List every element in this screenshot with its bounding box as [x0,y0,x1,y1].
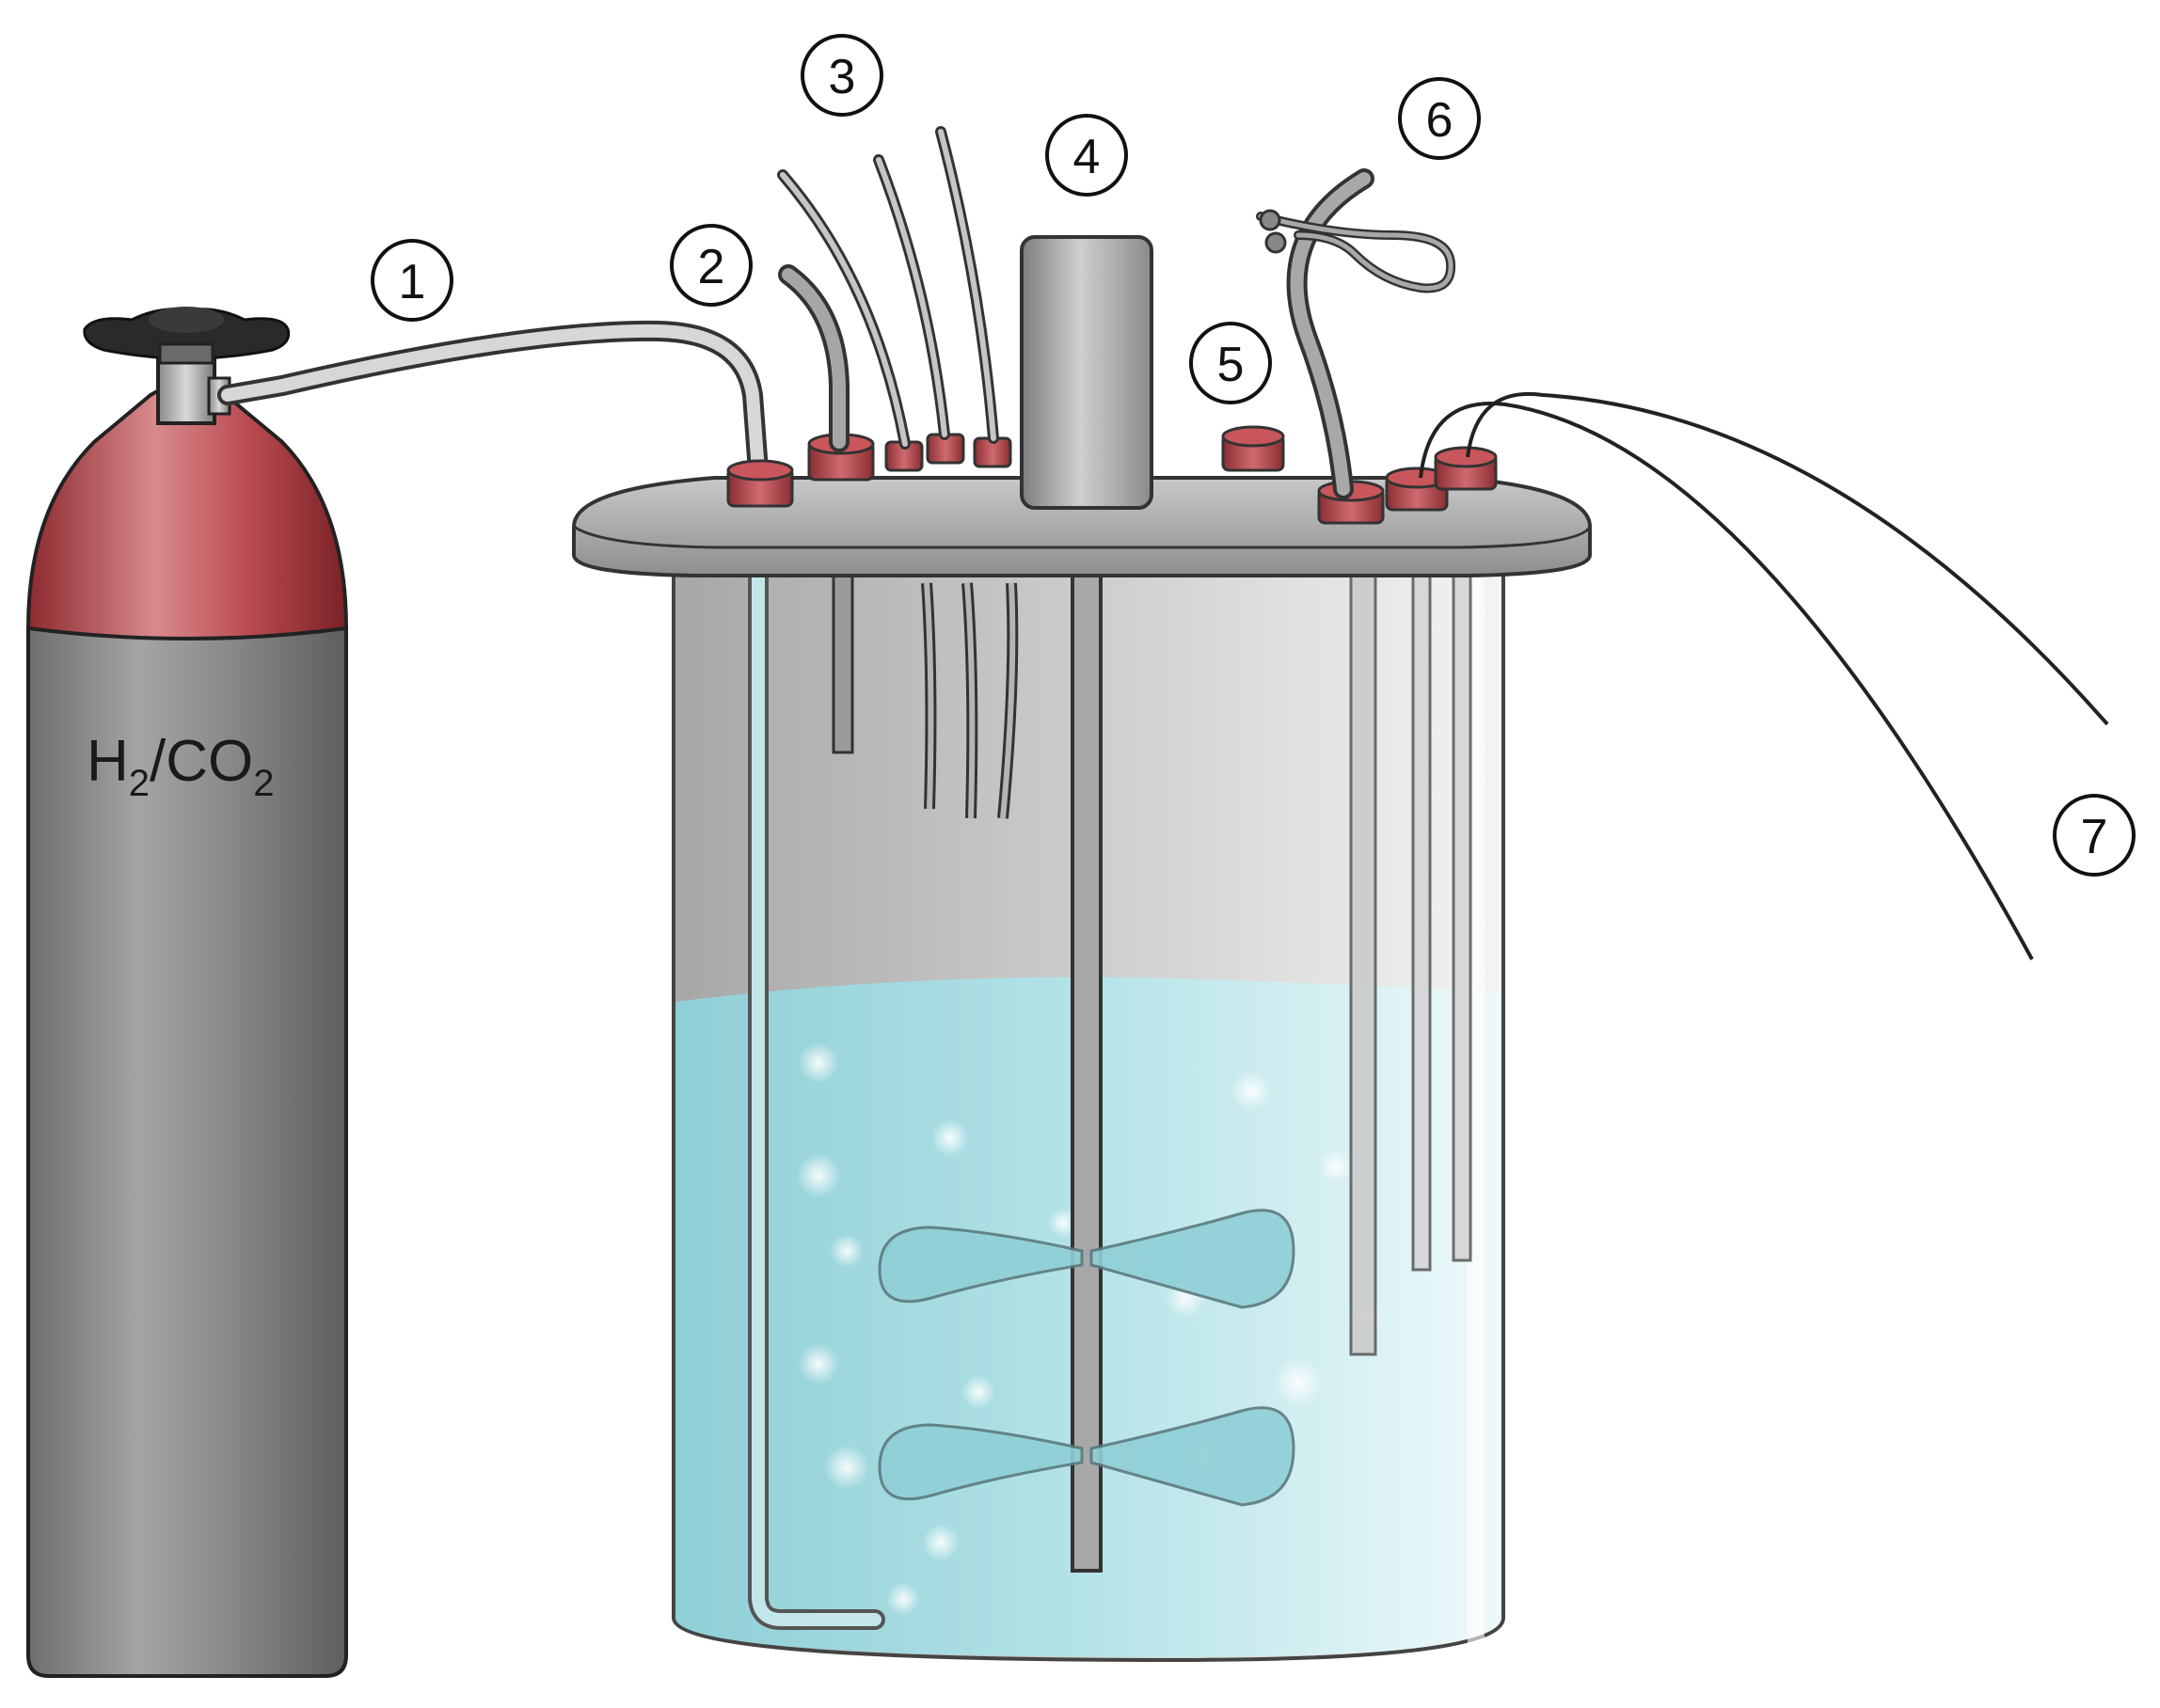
callout-6-text: 6 [1426,93,1453,148]
callout-4-text: 4 [1073,130,1101,184]
valve-handwheel-icon [83,307,291,365]
port-cap-gas-inlet [726,459,794,508]
gas-label: H2/CO2 [87,729,275,804]
callout-2-text: 2 [698,240,725,294]
callout-5: 5 [1189,322,1272,404]
callout-7-text: 7 [2081,810,2108,864]
callout-4: 4 [1045,114,1128,197]
impeller-upper [878,1209,1295,1309]
external-tubes [777,126,2109,960]
stirrer-motor [1020,235,1153,510]
callout-3-text: 3 [829,50,856,104]
gas-label-h: H [87,729,129,794]
callout-5-text: 5 [1217,338,1245,392]
tube-clamp-icon [1256,209,1456,293]
callout-3: 3 [801,34,883,117]
callout-7: 7 [2053,794,2136,877]
port-cap-7b [1434,446,1498,491]
callouts: 1 2 3 4 5 6 7 [371,34,2136,877]
callout-1-text: 1 [399,255,426,309]
gas-label-co-sub: 2 [253,763,274,804]
impeller-lower [878,1406,1295,1507]
gas-label-h-sub: 2 [129,763,150,804]
port-cap-5 [1221,425,1285,472]
gas-cylinder: H2/CO2 [25,307,349,1678]
callout-6: 6 [1398,77,1481,160]
gas-label-co: /CO [150,729,253,794]
svg-text:H2/CO2: H2/CO2 [87,729,275,804]
callout-2: 2 [670,224,753,307]
gas-inlet-tube [217,320,769,481]
callout-1: 1 [371,239,453,322]
